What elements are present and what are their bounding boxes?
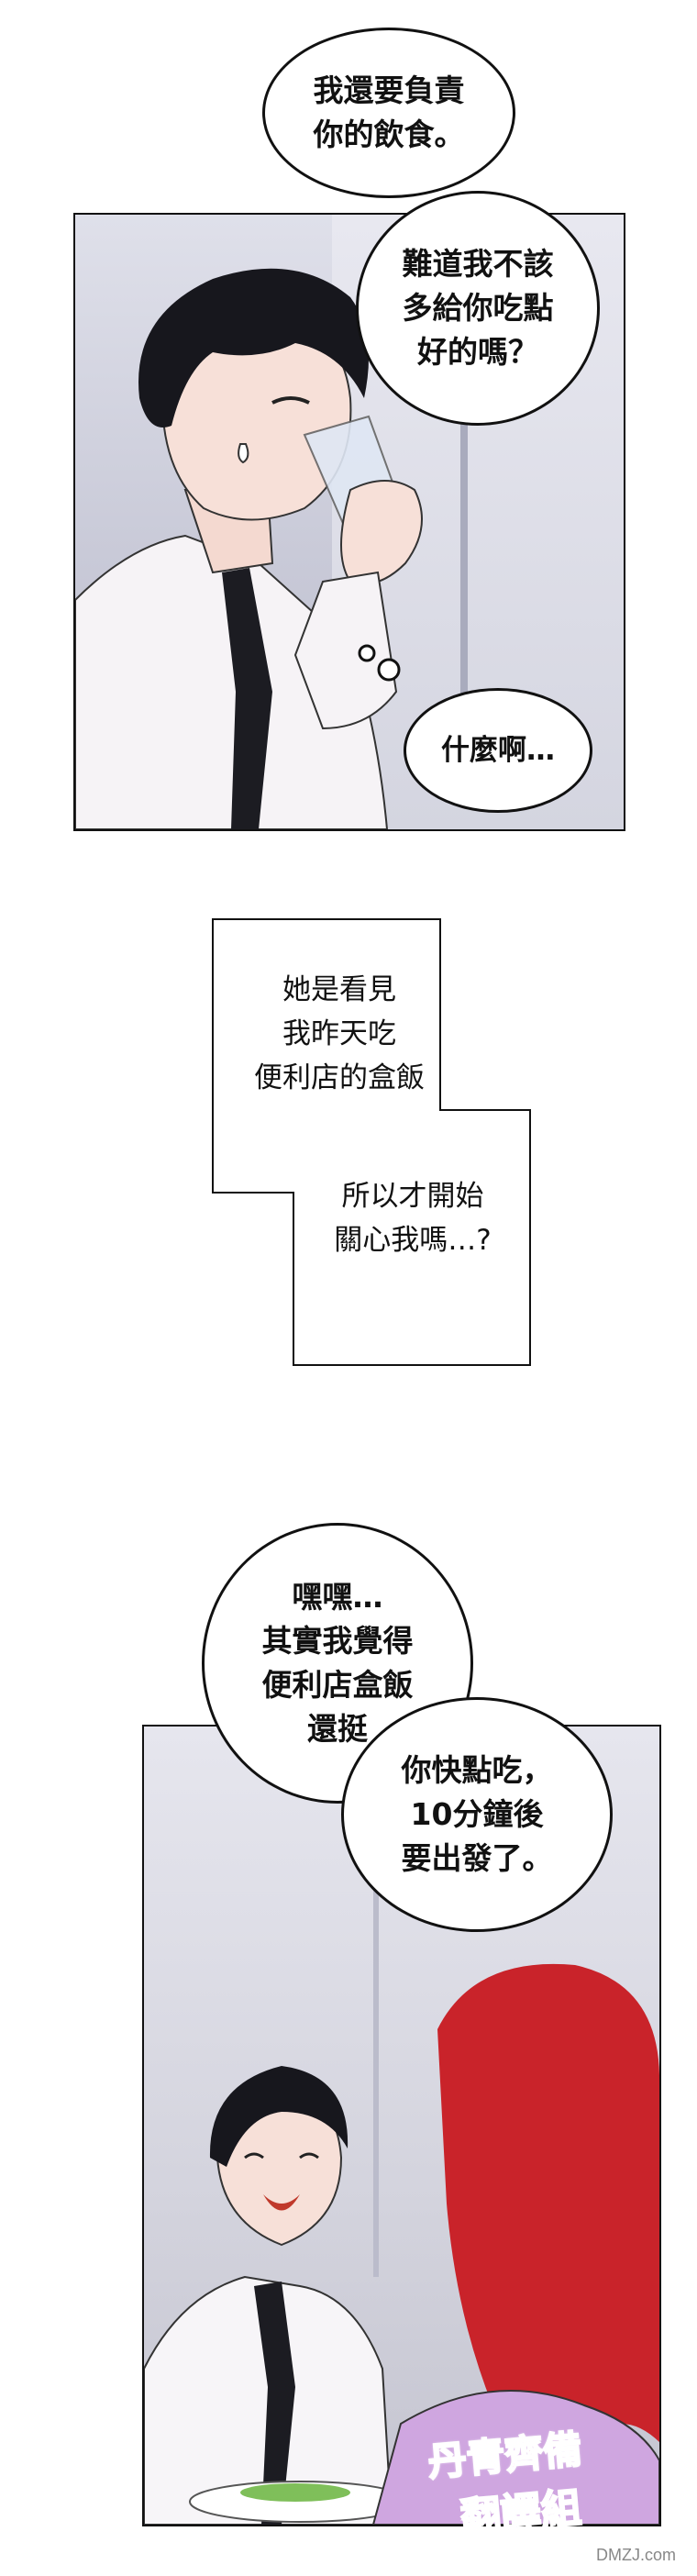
narration-text-saw-me: 她是看見 我昨天吃 便利店的盒飯: [254, 973, 425, 1094]
man-drinking-illustration: [75, 268, 423, 829]
background-window-frame: [460, 215, 468, 728]
thought-bubble-dots: [358, 644, 401, 682]
speech-bubble-eat-better: 難道我不該 多給你吃點 好的嗎？: [356, 191, 600, 426]
site-watermark: DMZJ.com: [596, 2546, 676, 2564]
thought-bubble-what: 什麼啊…: [404, 688, 592, 813]
speech-bubble-responsible-diet: 我還要負責 你的飲食。: [262, 28, 515, 198]
narration-text-care: 所以才開始 關心我嗎…?: [334, 1180, 492, 1257]
background-divider: [373, 1727, 379, 2277]
speech-bubble-hurry-up: 你快點吃， 10分鐘後 要出發了。: [341, 1697, 613, 1932]
narration-box: [212, 918, 531, 1366]
couple-eating-illustration: [144, 1963, 659, 2525]
